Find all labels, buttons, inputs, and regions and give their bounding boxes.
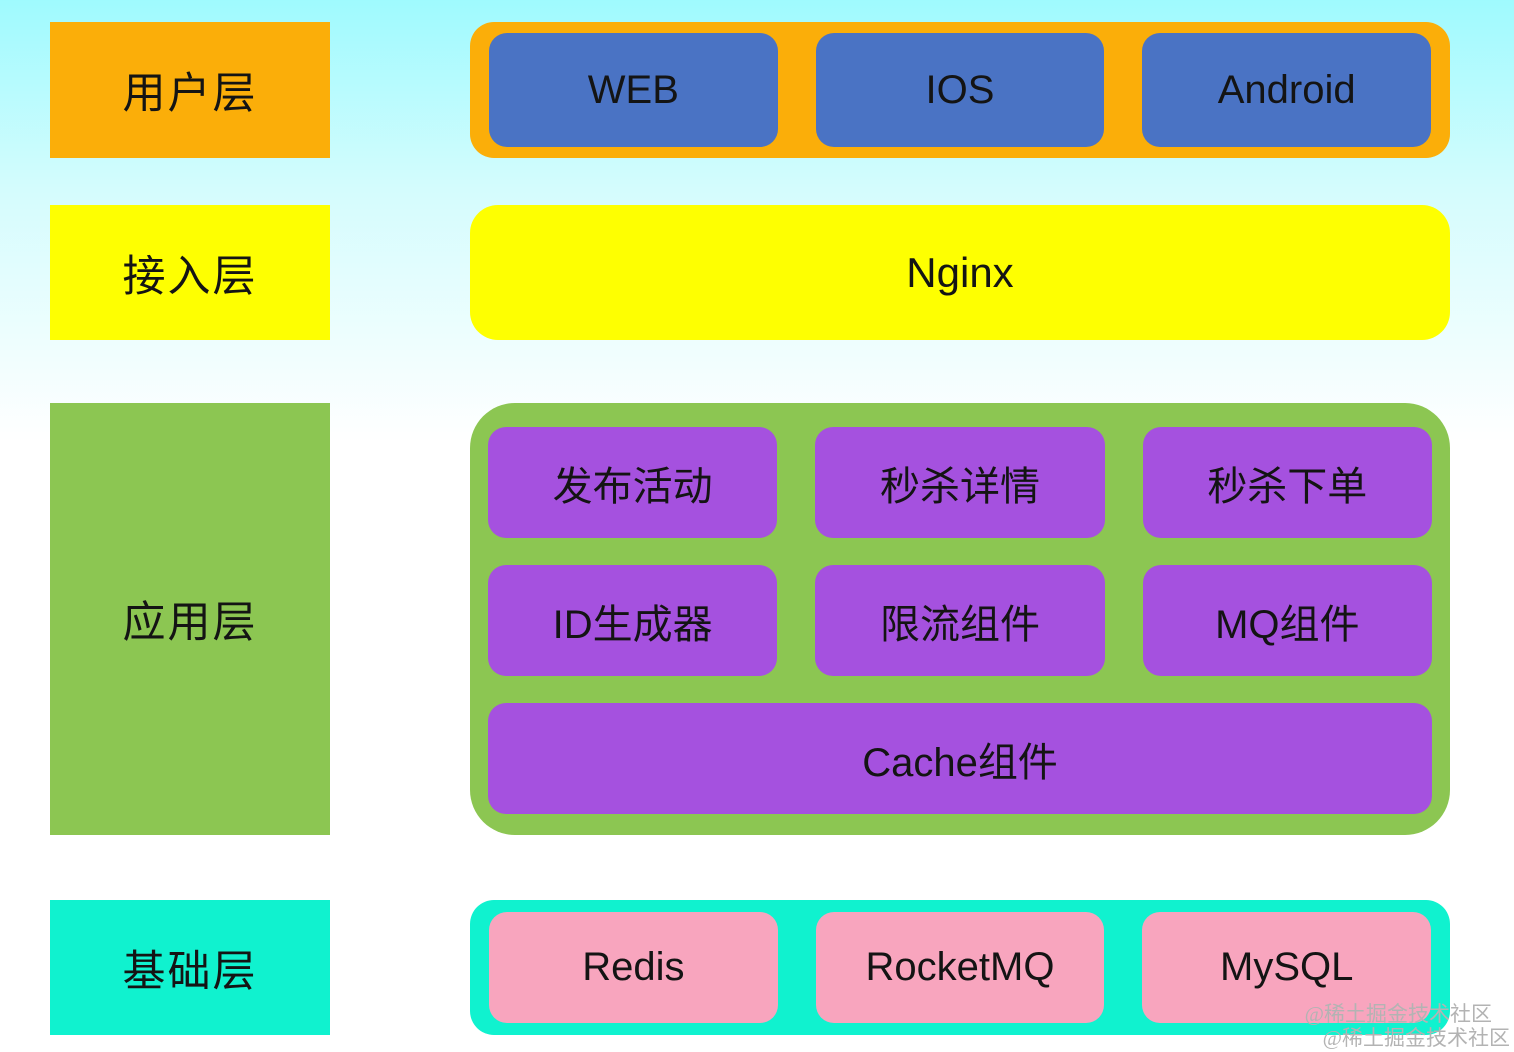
- node-redis: Redis: [489, 912, 778, 1023]
- app-row-3: Cache组件: [488, 703, 1432, 814]
- node-android: Android: [1142, 33, 1432, 147]
- node-publish-activity: 发布活动: [488, 427, 778, 538]
- node-cache-component: Cache组件: [488, 703, 1432, 814]
- watermark-line: @稀土掘金技术社区: [1304, 1002, 1492, 1026]
- user-layer-container: WEB IOS Android: [470, 22, 1450, 158]
- node-mq-component: MQ组件: [1142, 565, 1432, 676]
- node-web: WEB: [489, 33, 778, 147]
- watermark-line: @稀土掘金技术社区: [1322, 1026, 1510, 1050]
- watermark: @稀土掘金技术社区 @稀土掘金技术社区: [1305, 1002, 1510, 1050]
- application-layer-container: 发布活动 秒杀详情 秒杀下单 ID生成器 限流组件 MQ组件 Cache组件: [470, 403, 1450, 835]
- node-mysql: MySQL: [1142, 912, 1432, 1023]
- node-seckill-order: 秒杀下单: [1142, 427, 1432, 538]
- node-rocketmq: RocketMQ: [815, 912, 1105, 1023]
- node-nginx: Nginx: [470, 205, 1450, 340]
- app-row-1: 发布活动 秒杀详情 秒杀下单: [488, 427, 1432, 538]
- node-rate-limit-component: 限流组件: [815, 565, 1105, 676]
- app-row-2: ID生成器 限流组件 MQ组件: [488, 565, 1432, 676]
- node-ios: IOS: [815, 33, 1105, 147]
- node-seckill-detail: 秒杀详情: [815, 427, 1105, 538]
- base-layer-container: Redis RocketMQ MySQL: [470, 900, 1450, 1035]
- layer-label-base: 基础层: [50, 900, 330, 1035]
- layer-label-access: 接入层: [50, 205, 330, 340]
- layer-label-user: 用户层: [50, 22, 330, 158]
- layer-label-application: 应用层: [50, 403, 330, 835]
- node-id-generator: ID生成器: [488, 565, 778, 676]
